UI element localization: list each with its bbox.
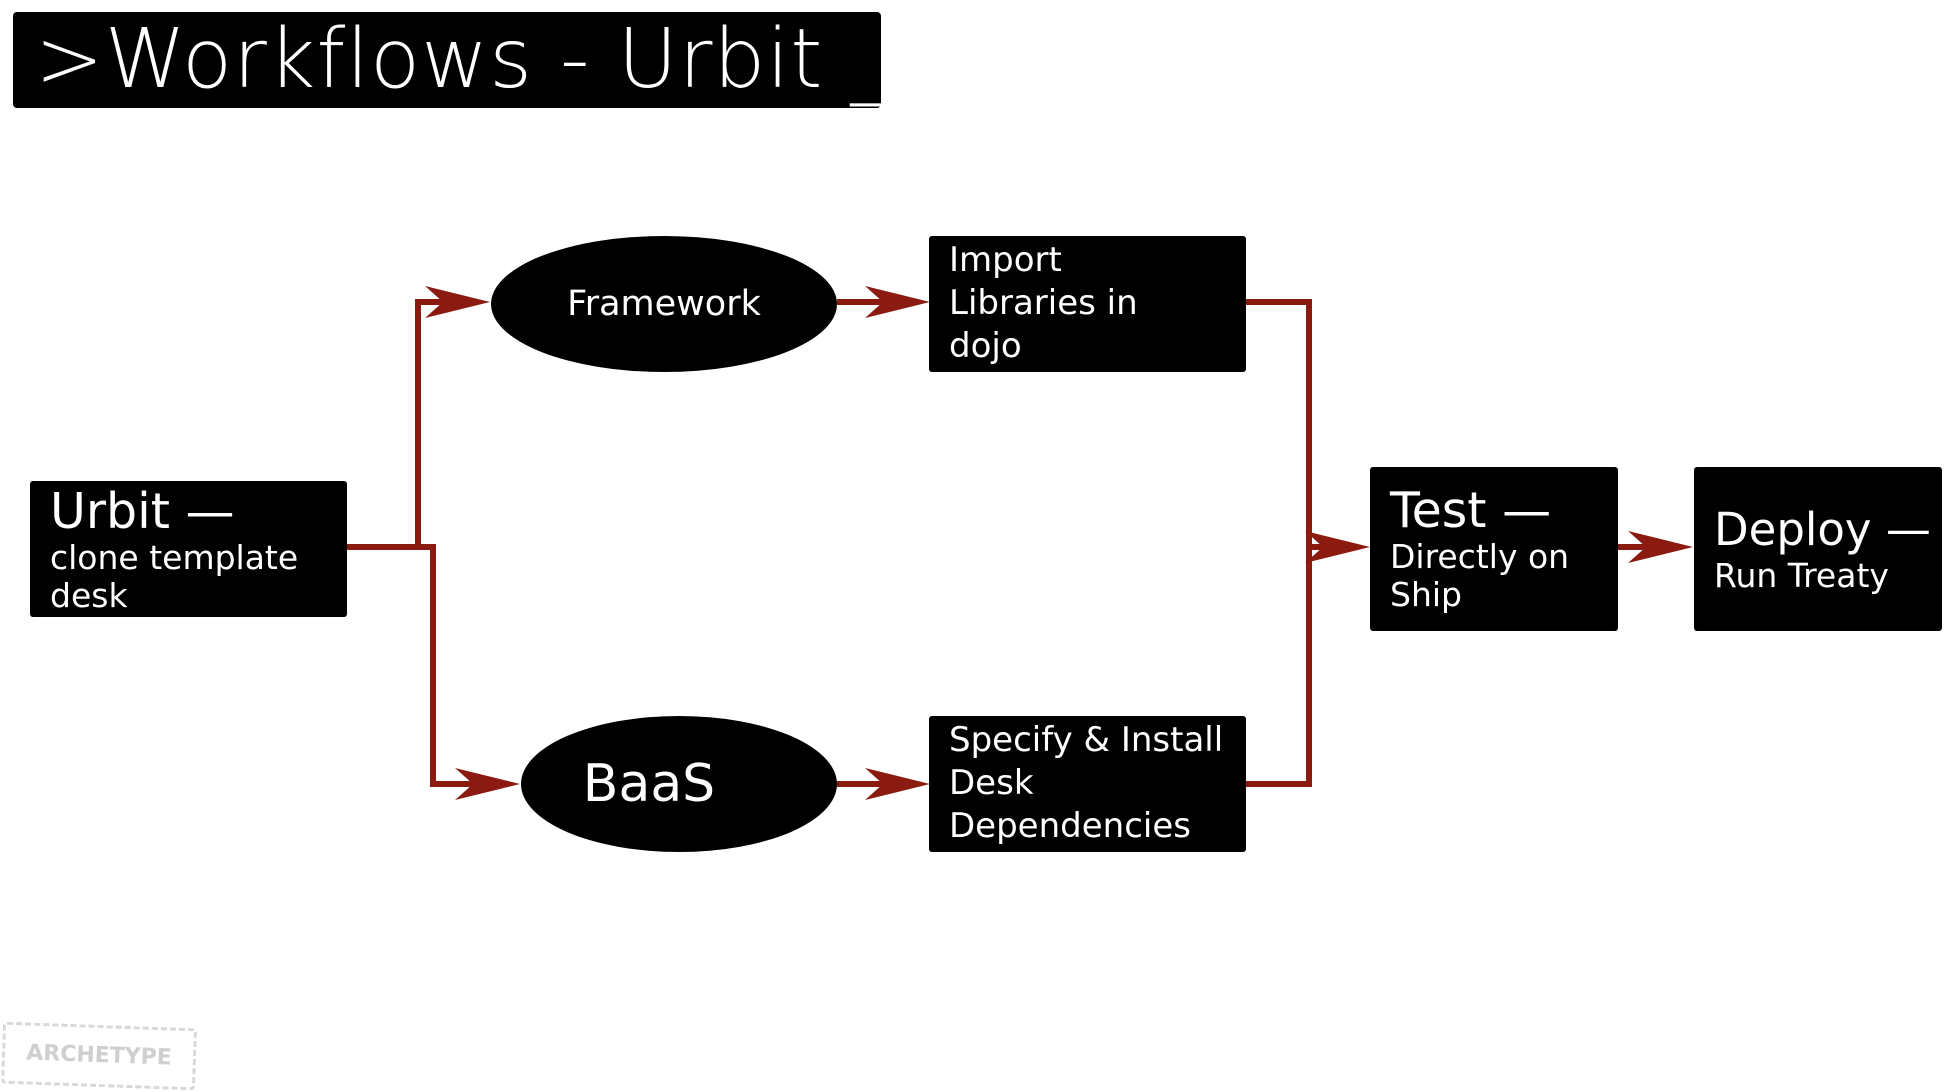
arrowhead-deploy: [1628, 531, 1693, 563]
title-banner: >Workflows - Urbit _: [13, 12, 893, 108]
arrowhead-test: [1305, 531, 1370, 563]
framework-label: Framework: [567, 284, 761, 324]
specify-label: Specify & Install Desk Dependencies: [949, 720, 1224, 846]
connector-import-test: [1245, 299, 1312, 787]
connector-urbit-framework: [346, 299, 470, 550]
framework-node: Framework: [491, 236, 837, 372]
test-node: Test — Directly on Ship: [1370, 467, 1618, 631]
connector-urbit-baas: [346, 544, 500, 787]
baas-node: BaaS: [521, 716, 837, 852]
deploy-node: Deploy — Run Treaty: [1694, 467, 1942, 631]
urbit-node-title: Urbit —: [50, 483, 235, 540]
import-node: Import Libraries in dojo: [929, 236, 1246, 372]
specify-node: Specify & Install Desk Dependencies: [929, 716, 1246, 852]
urbit-node-desc: clone template desk: [50, 538, 299, 615]
page-title: >Workflows - Urbit _: [35, 12, 893, 107]
arrowhead-framework: [425, 286, 490, 318]
import-label: Import Libraries in dojo: [949, 240, 1138, 366]
baas-label: BaaS: [582, 754, 716, 814]
arrowhead-specify: [865, 768, 930, 800]
deploy-node-desc: Run Treaty: [1714, 556, 1889, 595]
deploy-node-title: Deploy —: [1714, 503, 1931, 556]
test-node-title: Test —: [1390, 482, 1552, 539]
urbit-node: Urbit — clone template desk: [30, 481, 347, 617]
arrowhead-import: [865, 286, 930, 318]
arrowhead-baas: [455, 768, 520, 800]
test-node-desc: Directly on Ship: [1390, 537, 1570, 614]
archetype-watermark-logo: ARCHETYPE: [0, 1021, 198, 1091]
